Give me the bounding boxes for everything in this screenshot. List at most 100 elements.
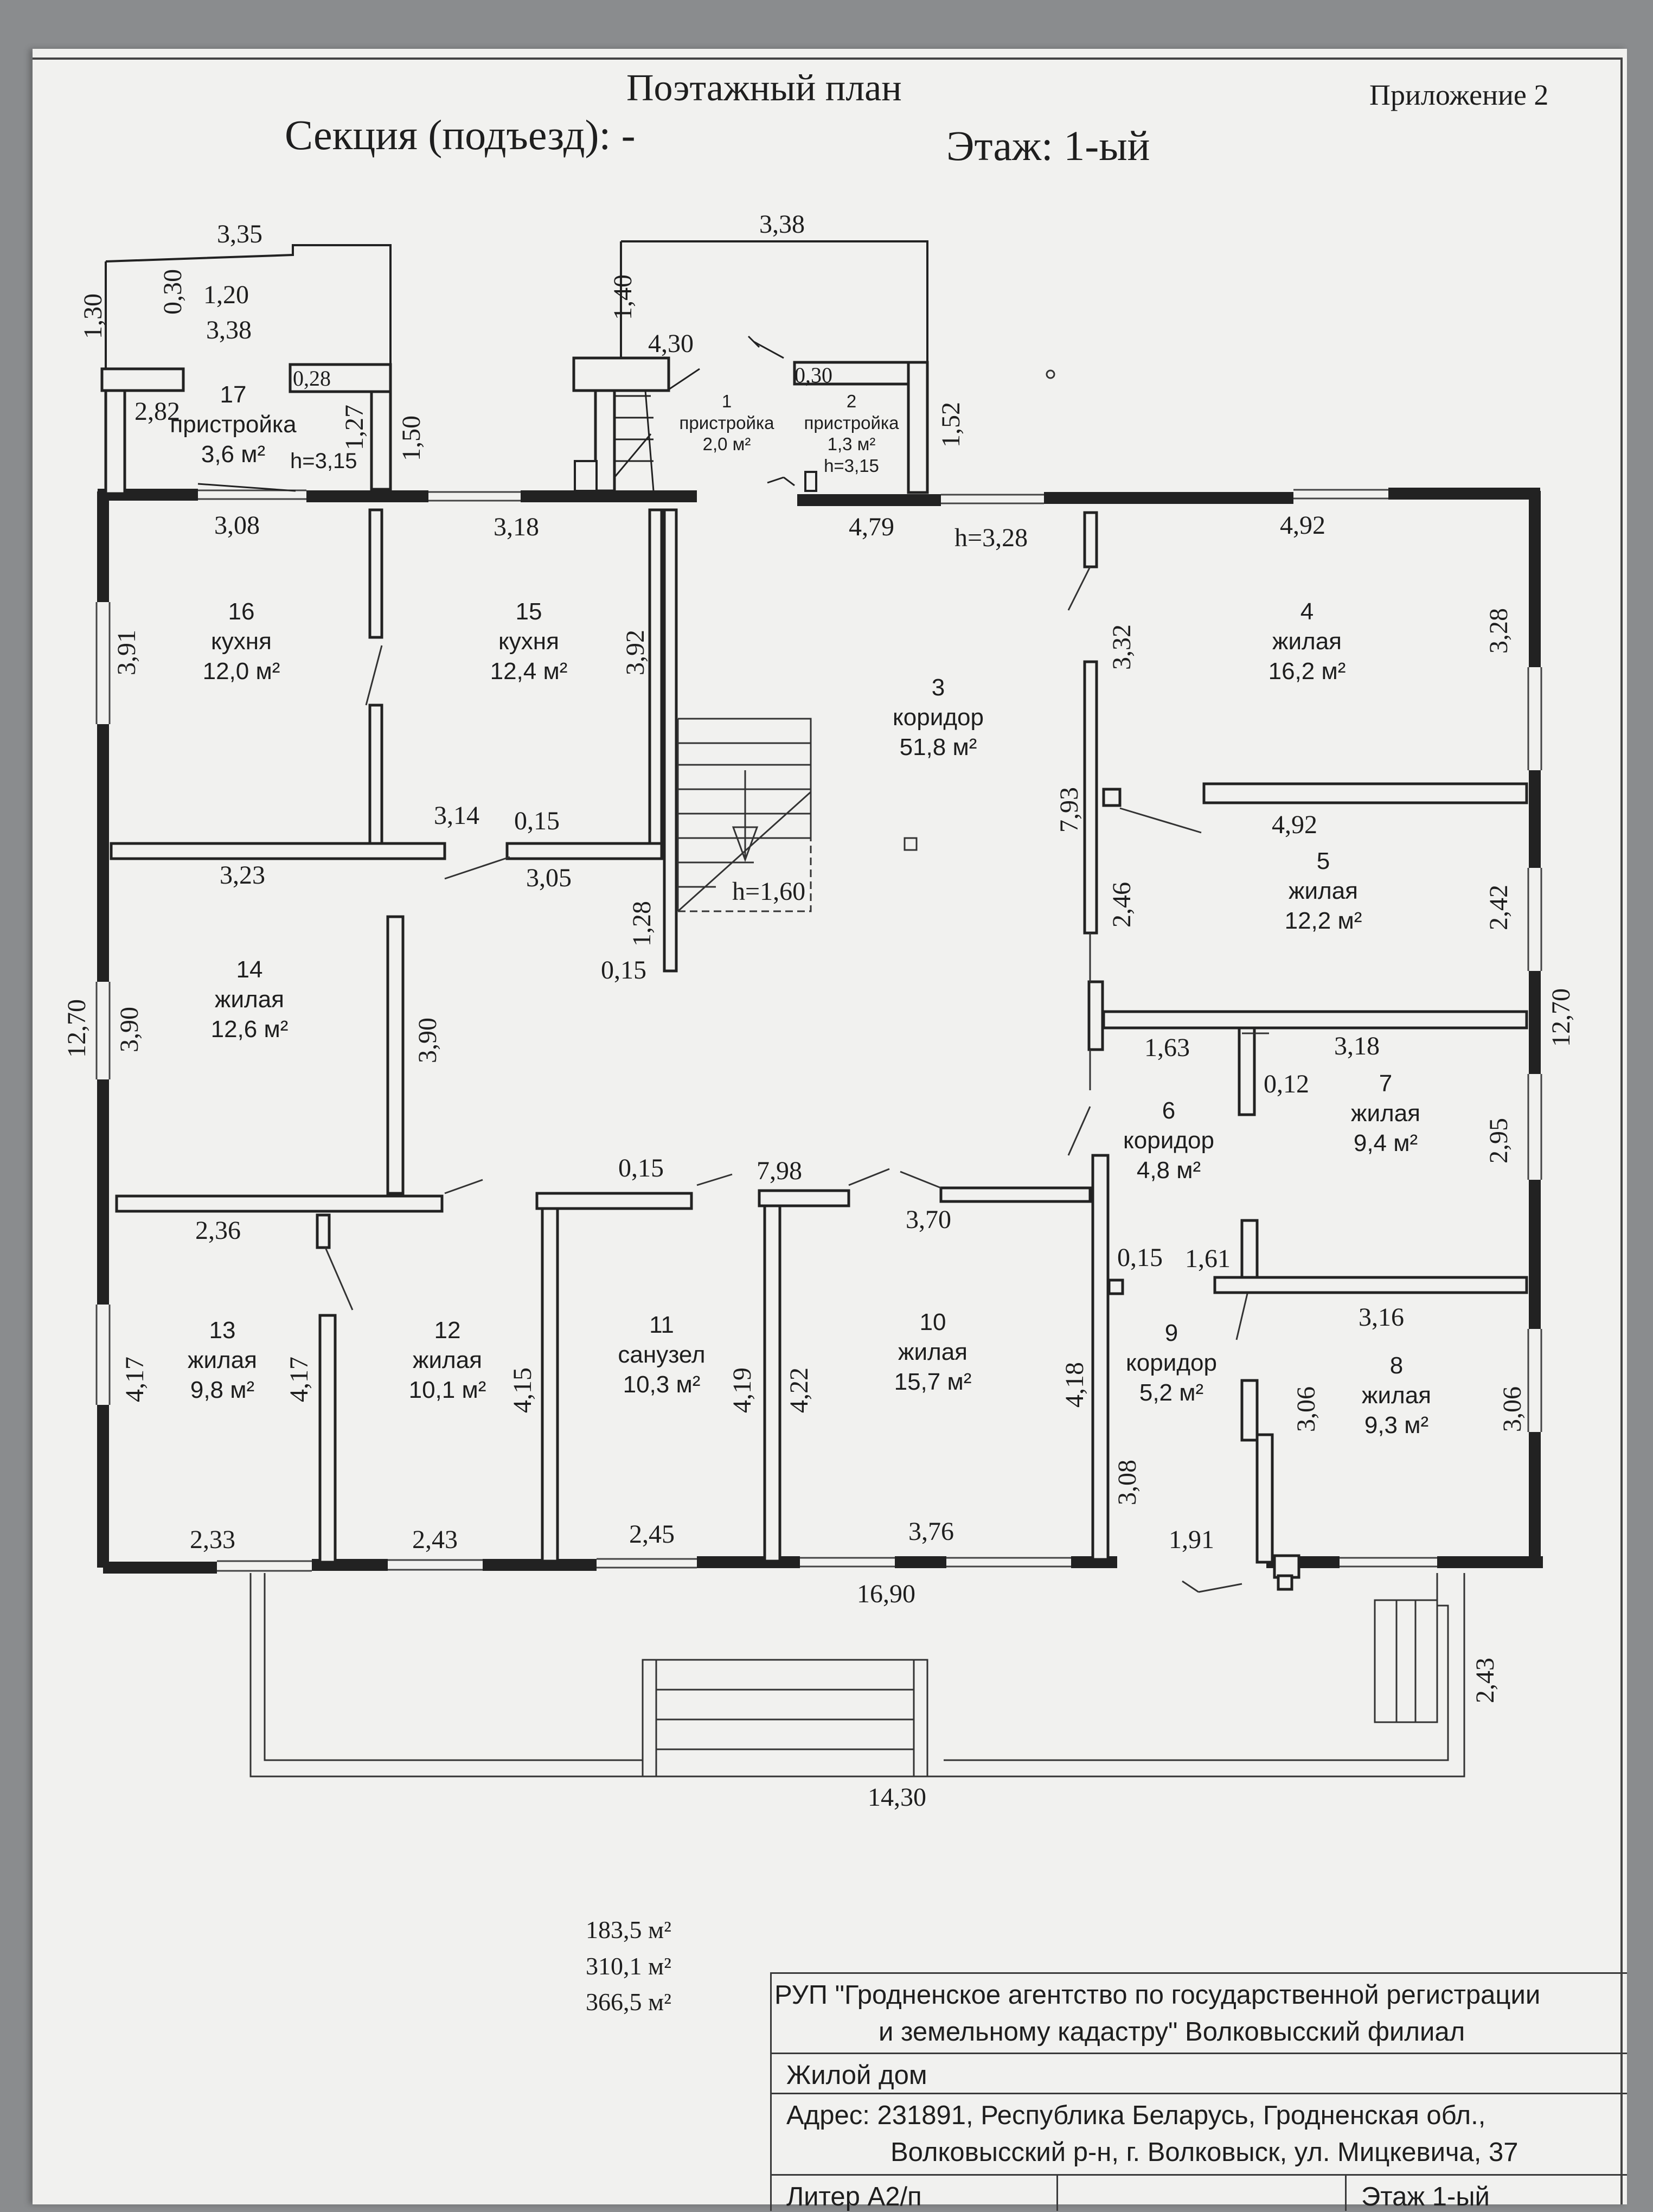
dim-label: 2,46 <box>1107 882 1136 928</box>
object-name: Жилой дом <box>786 2061 927 2090</box>
dim-label: 0,28 <box>293 366 331 391</box>
dim-label: 3,18 <box>1334 1032 1380 1060</box>
dim-label: 2,42 <box>1484 885 1513 930</box>
stair-height: h=1,60 <box>732 877 806 906</box>
dim-label: 3,08 <box>214 511 260 540</box>
dim-label: 0,15 <box>601 956 646 984</box>
dim-label: 3,05 <box>526 864 572 892</box>
dim-label: 3,16 <box>1359 1303 1404 1332</box>
dim-label: 0,15 <box>618 1154 664 1182</box>
main-height: h=3,28 <box>954 523 1028 552</box>
dim-label: 3,91 <box>112 630 141 675</box>
dim-label: 2,33 <box>190 1525 235 1554</box>
dim-label: 3,06 <box>1498 1386 1527 1432</box>
dim-label: 1,20 <box>203 280 249 309</box>
title-block: РУП "Гродненское агентство по государств… <box>770 1972 1627 2211</box>
dim-label: 16,90 <box>857 1580 915 1608</box>
dim-label: 3,38 <box>759 210 805 239</box>
area-totals: 183,5 м² 310,1 м² 366,5 м² <box>586 1912 671 2021</box>
dim-label: 4,19 <box>728 1367 757 1413</box>
dim-label: 3,38 <box>206 316 252 344</box>
address-line-2: Волковысский р-н, г. Волковыск, ул. Мицк… <box>890 2138 1519 2167</box>
room-17-height: h=3,15 <box>290 449 357 473</box>
dim-label: 2,43 <box>412 1525 458 1554</box>
dim-label: 3,08 <box>1113 1460 1142 1505</box>
dim-label: 4,17 <box>285 1357 313 1402</box>
dim-label: 12,70 <box>62 999 91 1058</box>
litera-label: Литер А2/п <box>786 2182 922 2211</box>
dim-label: 2,43 <box>1471 1658 1500 1703</box>
dim-label: 4,17 <box>120 1357 149 1402</box>
dim-label: 4,92 <box>1280 511 1325 540</box>
dim-label: 3,14 <box>434 801 479 830</box>
dim-label: 7,93 <box>1055 787 1084 833</box>
dim-label: 4,79 <box>849 513 894 541</box>
dim-label: 3,23 <box>220 861 265 890</box>
dim-label: 2,45 <box>629 1520 675 1549</box>
dim-label: 0,15 <box>514 807 560 835</box>
area-total-3: 366,5 м² <box>586 1988 671 2016</box>
dim-label: 3,06 <box>1292 1386 1321 1432</box>
dim-label: 12,70 <box>1547 988 1575 1047</box>
dim-label: 3,28 <box>1484 608 1513 654</box>
dim-label: 2,95 <box>1484 1118 1513 1163</box>
dim-label: 1,40 <box>608 274 637 320</box>
section-label: Секция (подъезд): - <box>285 111 636 158</box>
stamp-floor: Этаж 1-ый <box>1361 2182 1490 2211</box>
dim-label: 3,32 <box>1107 624 1136 670</box>
plan-title: Поэтажный план <box>626 67 902 109</box>
dim-label: 4,22 <box>785 1367 813 1413</box>
dim-label: 1,28 <box>627 901 656 947</box>
floor-label: Этаж: 1-ый <box>946 122 1150 169</box>
dim-label: 1,30 <box>79 293 107 339</box>
dim-label: 3,90 <box>413 1018 442 1063</box>
dim-label: 1,52 <box>937 402 965 447</box>
dim-label: 0,15 <box>1117 1243 1163 1272</box>
dim-label: 4,30 <box>648 329 694 358</box>
dim-label: 2,82 <box>134 397 180 426</box>
dim-label: 14,30 <box>868 1783 926 1812</box>
dim-label: 3,18 <box>494 513 539 541</box>
org-line-2: и земельному кадастру" Волковысский фили… <box>879 2017 1465 2047</box>
dim-label: 1,61 <box>1185 1244 1231 1273</box>
dim-label: 3,76 <box>908 1517 954 1546</box>
appendix-label: Приложение 2 <box>1369 79 1549 111</box>
dim-label: 1,50 <box>397 415 426 461</box>
dim-label: 4,92 <box>1272 810 1317 839</box>
dim-label: 1,63 <box>1144 1033 1190 1062</box>
dim-label: 0,12 <box>1264 1070 1309 1098</box>
area-total-2: 310,1 м² <box>586 1952 671 1980</box>
area-total-1: 183,5 м² <box>586 1916 671 1944</box>
dim-label: 3,35 <box>217 220 262 248</box>
dim-label: 0,30 <box>158 269 187 315</box>
dim-label: 4,18 <box>1060 1362 1089 1408</box>
dim-label: 3,70 <box>906 1205 951 1234</box>
dim-label: 3,90 <box>115 1007 144 1052</box>
address-line-1: Адрес: 231891, Республика Беларусь, Грод… <box>786 2101 1486 2130</box>
dim-label: 3,92 <box>621 630 650 675</box>
dim-label: 0,30 <box>795 363 832 387</box>
org-line-1: РУП "Гродненское агентство по государств… <box>774 1980 1541 2010</box>
dim-label: 7,98 <box>757 1156 802 1185</box>
dim-label: 1,27 <box>340 405 369 450</box>
dim-label: 2,36 <box>195 1216 241 1245</box>
dim-label: 1,91 <box>1169 1525 1214 1554</box>
dim-label: 4,15 <box>508 1367 537 1413</box>
